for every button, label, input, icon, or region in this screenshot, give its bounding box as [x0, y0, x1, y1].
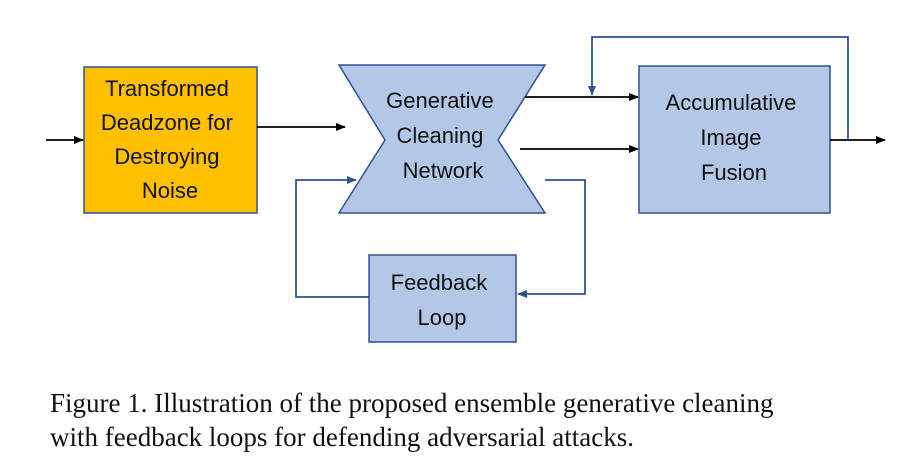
- feedback-label: Feedback Loop: [391, 270, 494, 330]
- caption-line: Figure 1. Illustration of the proposed e…: [50, 388, 774, 418]
- feedback-label-line: Feedback: [391, 270, 489, 295]
- caption-line: with feedback loops for defending advers…: [50, 422, 635, 452]
- generative-label-line: Generative: [386, 88, 494, 113]
- fusion-feedback-line: [588, 36, 849, 140]
- generative-label-line: Network: [403, 158, 485, 183]
- generative-shape: [337, 64, 547, 214]
- fusion-box: [638, 65, 831, 214]
- feedback-label-line: Loop: [418, 305, 467, 330]
- generative-to-feedback-line: [517, 179, 586, 298]
- generative-label-line: Cleaning: [397, 123, 484, 148]
- deadzone-label: Transformed Deadzone for Destroying Nois…: [101, 76, 239, 203]
- fusion-node: Accumulative Image Fusion: [638, 65, 831, 214]
- generative-label: Generative Cleaning Network: [386, 88, 500, 183]
- feedback-box: [368, 254, 517, 343]
- deadzone-label-line: Deadzone for: [101, 110, 233, 135]
- fusion-label-line: Fusion: [701, 160, 767, 185]
- deadzone-label-line: Destroying: [114, 144, 219, 169]
- feedback-node: Feedback Loop: [368, 254, 517, 343]
- deadzone-label-line: Transformed: [105, 76, 229, 101]
- figure-caption: Figure 1. Illustration of the proposed e…: [50, 386, 890, 454]
- fusion-label: Accumulative Image Fusion: [666, 90, 803, 185]
- deadzone-box: [83, 66, 258, 214]
- feedback-to-generative-line: [295, 176, 369, 298]
- fusion-label-line: Image: [700, 125, 761, 150]
- deadzone-label-line: Noise: [142, 178, 198, 203]
- fusion-label-line: Accumulative: [666, 90, 797, 115]
- flow-diagram: Transformed Deadzone for Destroying Nois…: [46, 36, 886, 343]
- deadzone-node: Transformed Deadzone for Destroying Nois…: [83, 66, 258, 214]
- generative-node: Generative Cleaning Network: [337, 64, 547, 214]
